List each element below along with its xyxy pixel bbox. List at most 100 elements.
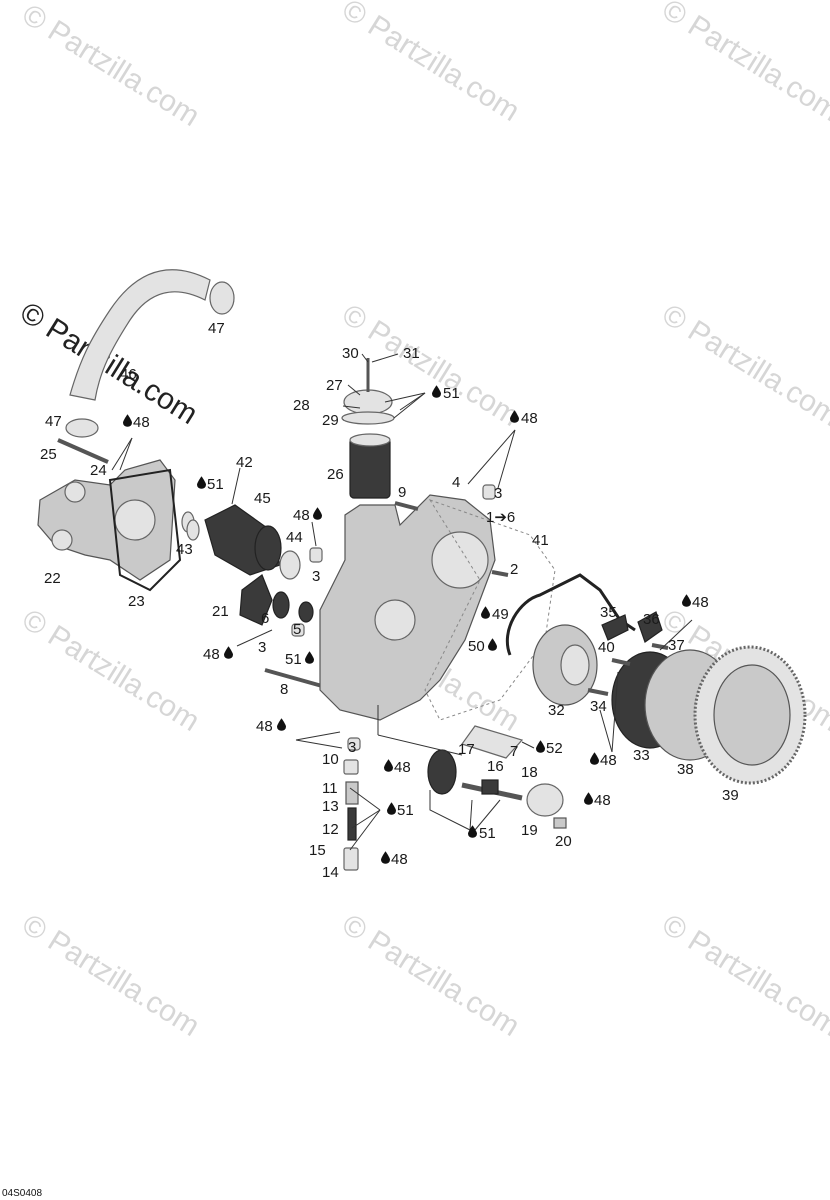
callout-51: 51 bbox=[207, 476, 224, 493]
oil-drop-icon bbox=[584, 792, 593, 805]
callout-21: 21 bbox=[212, 603, 229, 620]
callout-51: 51 bbox=[443, 385, 460, 402]
callout-48: 48 bbox=[594, 792, 611, 809]
callout-6: 6 bbox=[261, 610, 269, 627]
callout-42: 42 bbox=[236, 454, 253, 471]
callout-48: 48 bbox=[521, 410, 538, 427]
callout-13: 13 bbox=[322, 798, 339, 815]
dowel-pin bbox=[347, 737, 361, 751]
callout-8: 8 bbox=[280, 681, 288, 698]
valve-cap bbox=[343, 759, 359, 775]
screw bbox=[394, 501, 419, 511]
callout-2: 2 bbox=[510, 561, 518, 578]
callout-32: 32 bbox=[548, 702, 565, 719]
callout-39: 39 bbox=[722, 787, 739, 804]
callout-10: 10 bbox=[322, 751, 339, 768]
callout-25: 25 bbox=[40, 446, 57, 463]
screw bbox=[264, 668, 323, 688]
oil-drop-icon bbox=[277, 718, 286, 731]
callout-41: 41 bbox=[532, 532, 549, 549]
oil-drop-icon bbox=[123, 414, 132, 427]
dowel-pin bbox=[309, 547, 323, 563]
callout-24: 24 bbox=[90, 462, 107, 479]
callout-48: 48 bbox=[293, 507, 310, 524]
callout-40: 40 bbox=[598, 639, 615, 656]
callout-3: 3 bbox=[312, 568, 320, 585]
callout-19: 19 bbox=[521, 822, 538, 839]
callout-33: 33 bbox=[633, 747, 650, 764]
retaining-ring bbox=[279, 550, 301, 580]
callout-17: 17 bbox=[458, 741, 475, 758]
callout-47: 47 bbox=[208, 320, 225, 337]
hose-clamp bbox=[209, 281, 235, 315]
screw bbox=[57, 438, 109, 464]
shaft-gear bbox=[481, 779, 499, 795]
gasket bbox=[108, 468, 182, 592]
callout-4: 4 bbox=[452, 474, 460, 491]
watermark: © Partzilla.com bbox=[656, 908, 830, 1043]
callout-3: 3 bbox=[258, 639, 266, 656]
dowel-pin bbox=[291, 623, 305, 637]
valve-piston bbox=[345, 781, 359, 805]
spring bbox=[347, 807, 357, 841]
callout-30: 30 bbox=[342, 345, 359, 362]
watermark: © Partzilla.com bbox=[16, 0, 205, 133]
callout-28: 28 bbox=[293, 397, 310, 414]
oil-drop-icon bbox=[384, 759, 393, 772]
watermark: © Partzilla.com bbox=[336, 0, 525, 128]
callout-14: 14 bbox=[322, 864, 339, 881]
stator-center bbox=[560, 644, 590, 686]
callout-12: 12 bbox=[322, 821, 339, 838]
oil-drop-icon bbox=[468, 825, 477, 838]
sensor-bracket bbox=[637, 611, 663, 643]
intermediate-gear bbox=[427, 749, 457, 795]
callout-51: 51 bbox=[479, 825, 496, 842]
callout-49: 49 bbox=[492, 606, 509, 623]
callout-11: 11 bbox=[322, 780, 338, 797]
oil-drop-icon bbox=[682, 594, 691, 607]
callout-37: 37 bbox=[668, 637, 685, 654]
callout-35: 35 bbox=[600, 604, 617, 621]
callout-9: 9 bbox=[398, 484, 406, 501]
parts-layer bbox=[37, 269, 807, 871]
small-gasket bbox=[461, 725, 524, 759]
callout-labels: 47 46 47 48 25 24 22 23 51 43 42 45 44 4… bbox=[40, 320, 739, 881]
callout-20: 20 bbox=[555, 833, 572, 850]
callout-48: 48 bbox=[692, 594, 709, 611]
screw bbox=[587, 688, 609, 696]
hose-clamp bbox=[65, 418, 99, 438]
pump-inlet bbox=[51, 529, 73, 551]
callout-36: 36 bbox=[643, 611, 660, 628]
pump-port bbox=[114, 499, 156, 541]
watermark: © Partzilla.com bbox=[656, 0, 830, 128]
oil-drop-icon bbox=[313, 507, 322, 520]
callout-7: 7 bbox=[510, 743, 518, 760]
screw bbox=[491, 570, 509, 577]
oil-drop-icon bbox=[197, 476, 206, 489]
callout-23: 23 bbox=[128, 593, 145, 610]
seal bbox=[298, 601, 314, 623]
callout-48: 48 bbox=[394, 759, 411, 776]
wiring-harness bbox=[505, 573, 636, 656]
callout-34: 34 bbox=[590, 698, 607, 715]
o-ring bbox=[186, 519, 200, 541]
callout-48: 48 bbox=[391, 851, 408, 868]
cover-opening bbox=[374, 599, 416, 641]
callout-1-6: 1➔6 bbox=[486, 509, 515, 526]
oil-filter-cap bbox=[349, 433, 391, 447]
oil-drop-icon bbox=[381, 851, 390, 864]
callout-46: 46 bbox=[120, 366, 137, 383]
callout-52: 52 bbox=[546, 740, 563, 757]
watermark: © Partzilla.com bbox=[16, 603, 205, 738]
callout-27: 27 bbox=[326, 377, 343, 394]
cover-opening bbox=[431, 531, 489, 589]
callout-38: 38 bbox=[677, 761, 694, 778]
callout-29: 29 bbox=[322, 412, 339, 429]
watermark: © Partzilla.com bbox=[16, 908, 205, 1043]
callout-48: 48 bbox=[256, 718, 273, 735]
cover-gasket bbox=[424, 499, 556, 721]
leader-lines bbox=[111, 353, 693, 851]
impeller bbox=[239, 574, 273, 626]
callout-15: 15 bbox=[309, 842, 326, 859]
